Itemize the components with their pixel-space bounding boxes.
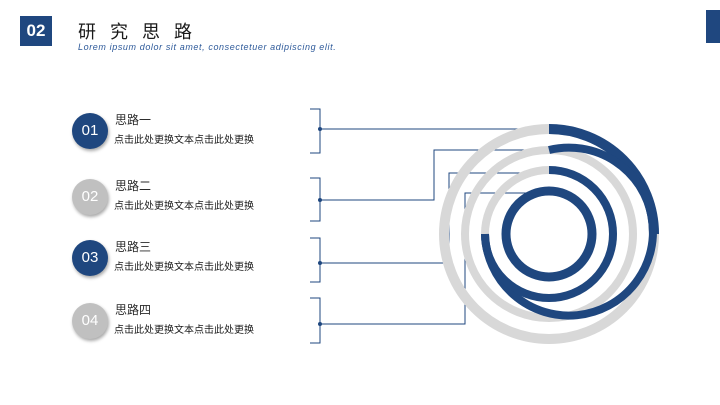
ring-2-arc	[481, 143, 657, 320]
item-description: 点击此处更换文本点击此处更换	[114, 325, 254, 336]
corner-accent-bar	[706, 10, 720, 43]
ring-4-full	[501, 186, 597, 282]
item-title: 思路三	[115, 240, 152, 254]
connector-dot-3	[318, 261, 322, 265]
connector-line-3	[320, 172, 552, 264]
ring-3-arc	[481, 166, 617, 302]
section-number-badge: 02	[20, 16, 52, 46]
connector-dot-1	[318, 127, 322, 131]
item-description: 点击此处更换文本点击此处更换	[114, 135, 254, 146]
bracket-3	[310, 237, 321, 283]
connector-dot-4	[318, 322, 322, 326]
item-description: 点击此处更换文本点击此处更换	[114, 201, 254, 212]
page-subtitle: Lorem ipsum dolor sit amet, consectetuer…	[78, 42, 337, 52]
item-number-badge: 03	[72, 240, 108, 276]
ring-2-track	[461, 146, 637, 322]
item-number-badge: 01	[72, 113, 108, 149]
bracket-1	[310, 108, 321, 154]
item-title: 思路一	[115, 113, 152, 127]
item-title: 思路四	[115, 303, 152, 317]
item-title: 思路二	[115, 179, 152, 193]
item-description: 点击此处更换文本点击此处更换	[114, 262, 254, 273]
page-title: 研究思路	[78, 22, 206, 43]
connector-dot-2	[318, 198, 322, 202]
item-number-badge: 04	[72, 303, 108, 339]
bracket-4	[310, 297, 321, 344]
item-number-badge: 02	[72, 179, 108, 215]
